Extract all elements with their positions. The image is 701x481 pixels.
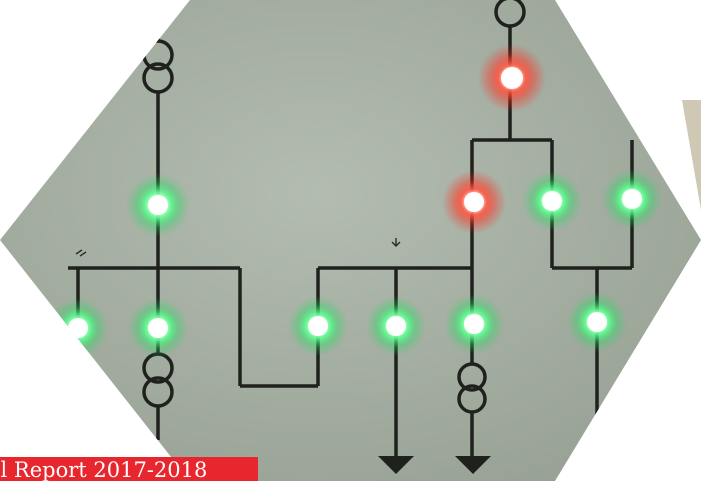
lamp-green-upper-1 [522, 171, 582, 231]
ground-arrows [378, 456, 491, 474]
lamp-green-left-feeder-top [126, 173, 190, 237]
lamp-green-coupler [288, 296, 348, 356]
lamp-green-left-bus-1 [48, 298, 108, 358]
lamp-red-top [478, 44, 546, 112]
lamp-green-left-bus-2 [128, 298, 188, 358]
lamp-green-right-bus-2 [444, 294, 504, 354]
bus-markers [75, 238, 401, 257]
adjacent-photo-fragment [682, 100, 701, 210]
report-banner: al Report 2017-2018 [0, 457, 258, 481]
lamp-green-right-bus-1 [366, 296, 426, 356]
lamp-red-middle [442, 170, 506, 234]
indicator-lamps [48, 44, 662, 358]
lamp-green-right-bus-3 [567, 292, 627, 352]
lamp-green-upper-2 [602, 169, 662, 229]
